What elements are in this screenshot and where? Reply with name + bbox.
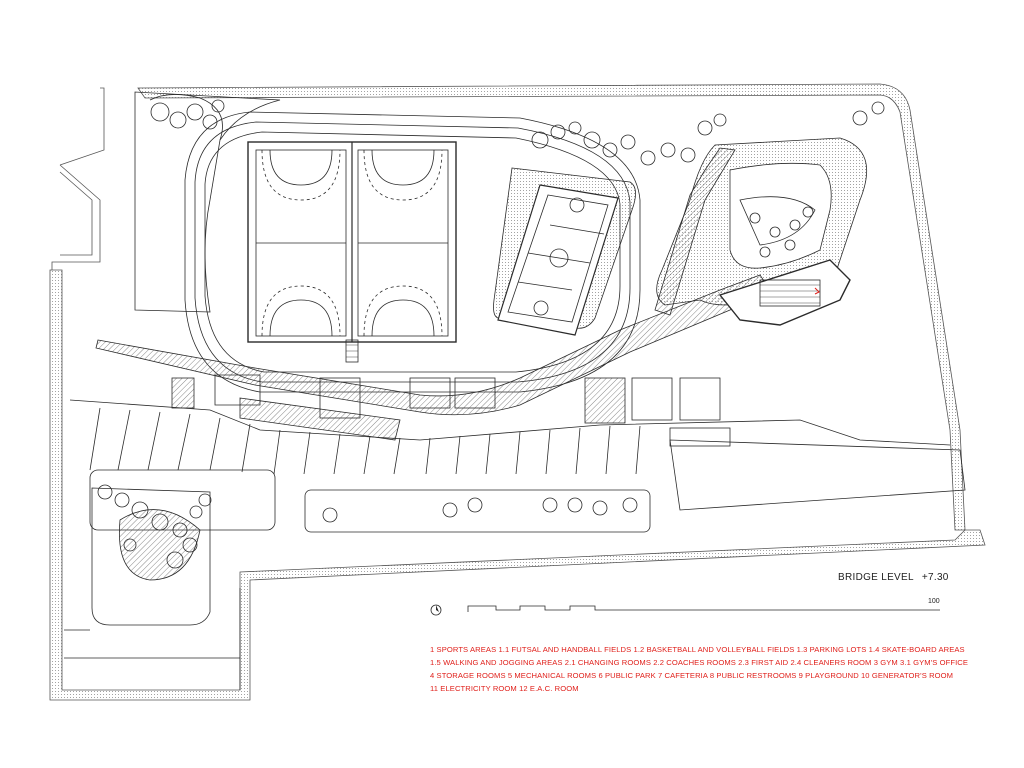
site-boundary bbox=[49, 83, 986, 701]
cafeteria-block bbox=[584, 377, 721, 424]
legend: 1 SPORTS AREAS 1.1 FUTSAL AND HANDBALL F… bbox=[430, 643, 968, 695]
north-arrow-icon bbox=[430, 604, 442, 616]
legend-line-3: 4 STORAGE ROOMS 5 MECHANICAL ROOMS 6 PUB… bbox=[430, 671, 954, 680]
futsal-handball-fields bbox=[247, 141, 457, 363]
basketball-volleyball-court bbox=[493, 167, 636, 336]
gym-building bbox=[718, 259, 851, 326]
changing-rooms-block bbox=[171, 374, 496, 441]
playground bbox=[64, 487, 241, 690]
level-elevation: +7.30 bbox=[921, 572, 949, 583]
legend-line-2: 1.5 WALKING AND JOGGING AREAS 2.1 CHANGI… bbox=[430, 658, 969, 667]
level-label: BRIDGE LEVEL +7.30 bbox=[838, 572, 949, 583]
scale-max-label: 100 bbox=[928, 598, 940, 605]
pedestrian-bridge bbox=[95, 147, 771, 416]
scale-bar bbox=[467, 605, 940, 612]
level-name: BRIDGE LEVEL bbox=[838, 572, 914, 583]
legend-line-4: 11 ELECTRICITY ROOM 12 E.A.C. ROOM bbox=[430, 684, 579, 693]
trees bbox=[97, 99, 885, 569]
parking-lots bbox=[69, 399, 966, 533]
public-park-top bbox=[134, 91, 281, 313]
legend-line-1: 1 SPORTS AREAS 1.1 FUTSAL AND HANDBALL F… bbox=[430, 645, 965, 654]
